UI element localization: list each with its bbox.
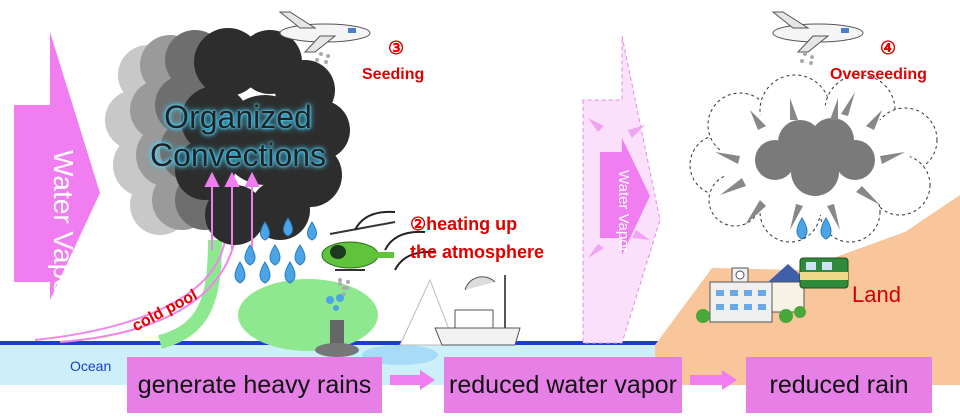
water-vapor-arrow-mid bbox=[600, 138, 650, 255]
ship bbox=[434, 275, 521, 346]
ocean-label: Ocean bbox=[70, 358, 112, 374]
overseeding-label: Overseeding bbox=[830, 66, 927, 83]
raindrops-light bbox=[796, 217, 832, 240]
small-grey-cloud bbox=[755, 118, 875, 196]
trees bbox=[696, 306, 806, 323]
step-arrow-1 bbox=[390, 370, 435, 390]
updraft-arrows bbox=[204, 171, 260, 250]
convection-cloud bbox=[105, 28, 350, 245]
train bbox=[799, 257, 849, 289]
land-slope bbox=[655, 195, 960, 385]
cold-pool-outflow bbox=[157, 239, 222, 349]
seeding-number: ③ bbox=[388, 38, 405, 58]
heat-lines bbox=[354, 210, 436, 271]
inflow-arrows-mid bbox=[588, 118, 650, 258]
house bbox=[768, 264, 808, 313]
raindrops-heavy bbox=[234, 217, 317, 284]
heating-label-line1: ②heating up bbox=[410, 214, 518, 234]
school-building bbox=[709, 267, 773, 323]
seeding-plane-left bbox=[278, 11, 371, 64]
water-vapor-label-mid: Water Vapor bbox=[615, 170, 632, 253]
seeding-label: Seeding bbox=[362, 66, 425, 83]
step-generate-heavy-rains: generate heavy rains bbox=[127, 357, 382, 413]
organized-label-line1: Organized bbox=[164, 99, 312, 135]
water-vapor-arrow-left bbox=[14, 32, 100, 300]
step-arrow-2 bbox=[690, 370, 737, 390]
green-blob bbox=[238, 279, 378, 351]
helicopter bbox=[321, 221, 396, 290]
ground-generator bbox=[315, 282, 359, 357]
seeding-plane-right bbox=[771, 11, 864, 65]
heating-label: ②heating up the atmosphere bbox=[410, 210, 544, 266]
heating-label-line2: the atmosphere bbox=[410, 242, 545, 262]
organized-label-line2: Convections bbox=[149, 137, 327, 173]
step-reduced-water-vapor: reduced water vapor bbox=[444, 357, 682, 413]
step-reduced-rain: reduced rain bbox=[746, 357, 932, 413]
convergence-arrows bbox=[715, 92, 905, 230]
water-vapor-label-left: Water Vapor bbox=[48, 150, 79, 305]
land-label: Land bbox=[852, 282, 901, 307]
overseeding-number: ④ bbox=[880, 38, 897, 58]
organized-convections-label: Organized Convections bbox=[138, 98, 338, 174]
